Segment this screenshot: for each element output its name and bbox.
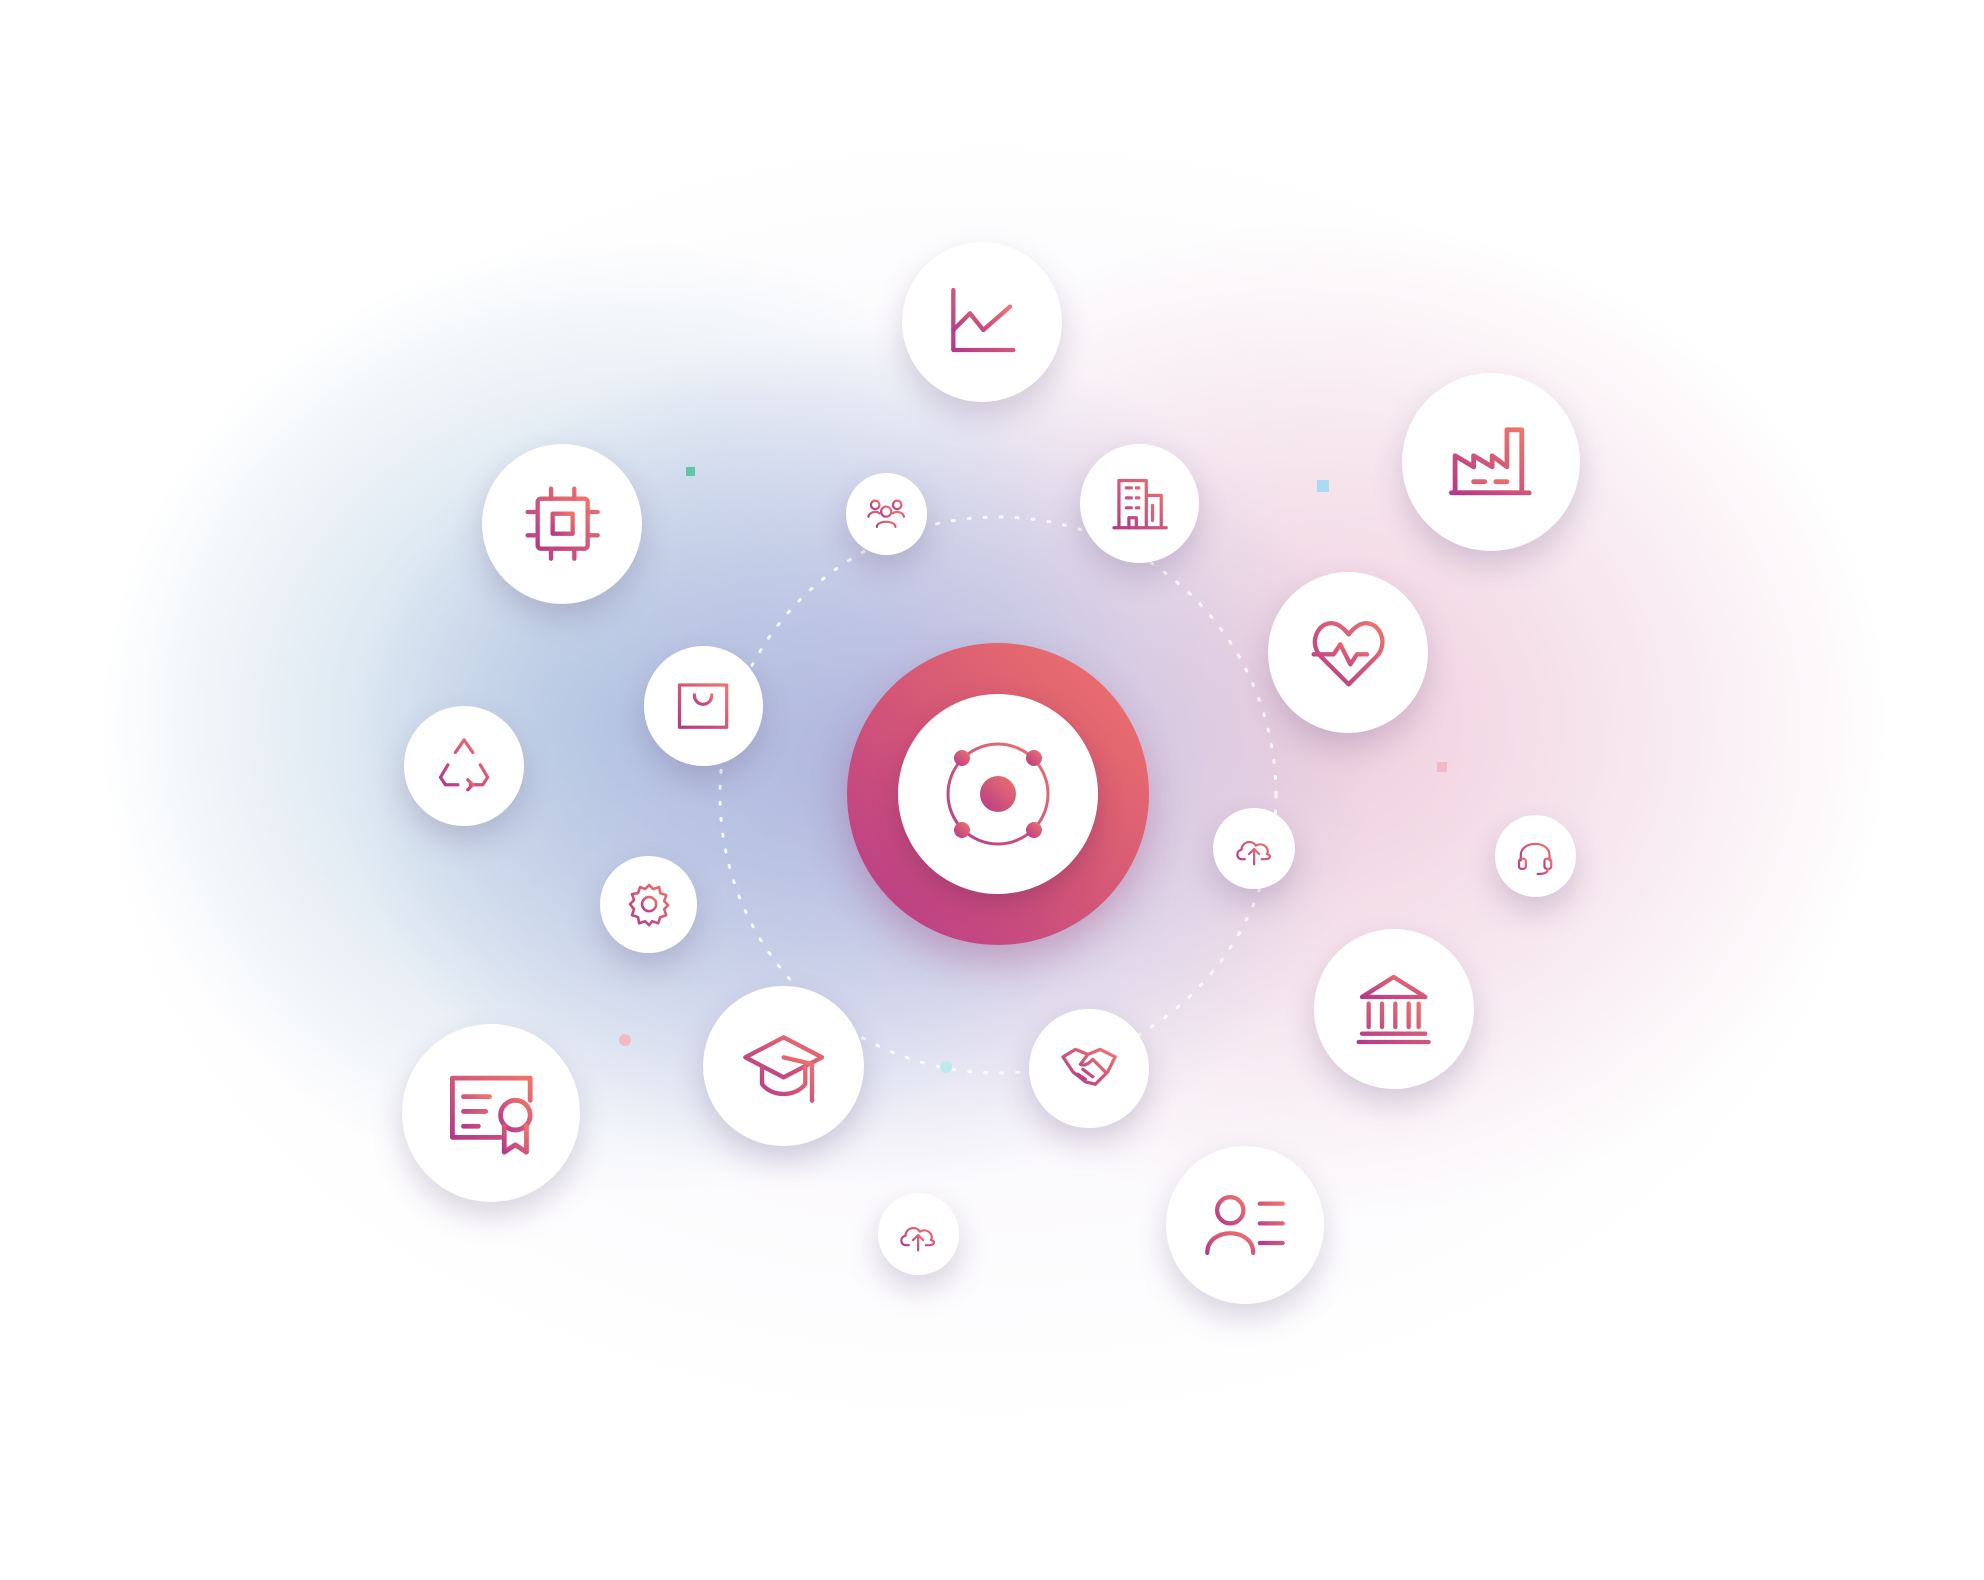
node-cpu-chip[interactable]: [482, 443, 643, 605]
node-gear[interactable]: [600, 856, 698, 953]
node-graduation-cap[interactable]: [703, 985, 864, 1147]
node-user-list[interactable]: [1166, 1146, 1325, 1304]
node-office-building[interactable]: [1079, 443, 1200, 564]
heart-pulse-icon: [1311, 620, 1385, 687]
node-factory[interactable]: [1401, 372, 1580, 551]
factory-icon: [1449, 427, 1533, 496]
node-line-chart[interactable]: [901, 241, 1063, 402]
node-certificate[interactable]: [401, 1023, 581, 1203]
people-group-icon: [867, 499, 906, 528]
recycle-icon: [439, 737, 490, 791]
decorative-dot: [618, 1034, 631, 1047]
node-cloud-upload[interactable]: [1213, 807, 1295, 890]
node-cloud-upload[interactable]: [877, 1193, 960, 1275]
user-list-icon: [1205, 1194, 1286, 1255]
bank-icon: [1356, 974, 1432, 1045]
node-bank[interactable]: [1313, 928, 1475, 1089]
node-recycle[interactable]: [404, 705, 525, 826]
cloud-upload-icon: [900, 1226, 936, 1252]
graduation-cap-icon: [743, 1035, 825, 1104]
office-building-icon: [1111, 478, 1168, 529]
headset-icon: [1518, 842, 1553, 875]
node-shopping-bag[interactable]: [643, 646, 764, 766]
decorative-dot: [940, 1061, 953, 1074]
cpu-chip-icon: [525, 486, 600, 562]
orbit-icon: [946, 742, 1050, 846]
hub-inner-circle: [898, 694, 1098, 894]
gear-icon: [628, 883, 670, 927]
node-headset[interactable]: [1494, 815, 1576, 897]
node-handshake[interactable]: [1029, 1008, 1149, 1129]
decorative-dot: [1437, 762, 1448, 773]
node-heart-pulse[interactable]: [1268, 572, 1429, 733]
shopping-bag-icon: [678, 683, 729, 729]
decorative-dot: [686, 467, 696, 477]
central-hub[interactable]: [847, 643, 1149, 945]
line-chart-icon: [951, 287, 1016, 353]
certificate-icon: [449, 1075, 533, 1155]
handshake-icon: [1061, 1048, 1117, 1087]
cloud-upload-icon: [1236, 841, 1272, 866]
node-people-group[interactable]: [845, 473, 928, 555]
decorative-dot: [1316, 479, 1329, 492]
